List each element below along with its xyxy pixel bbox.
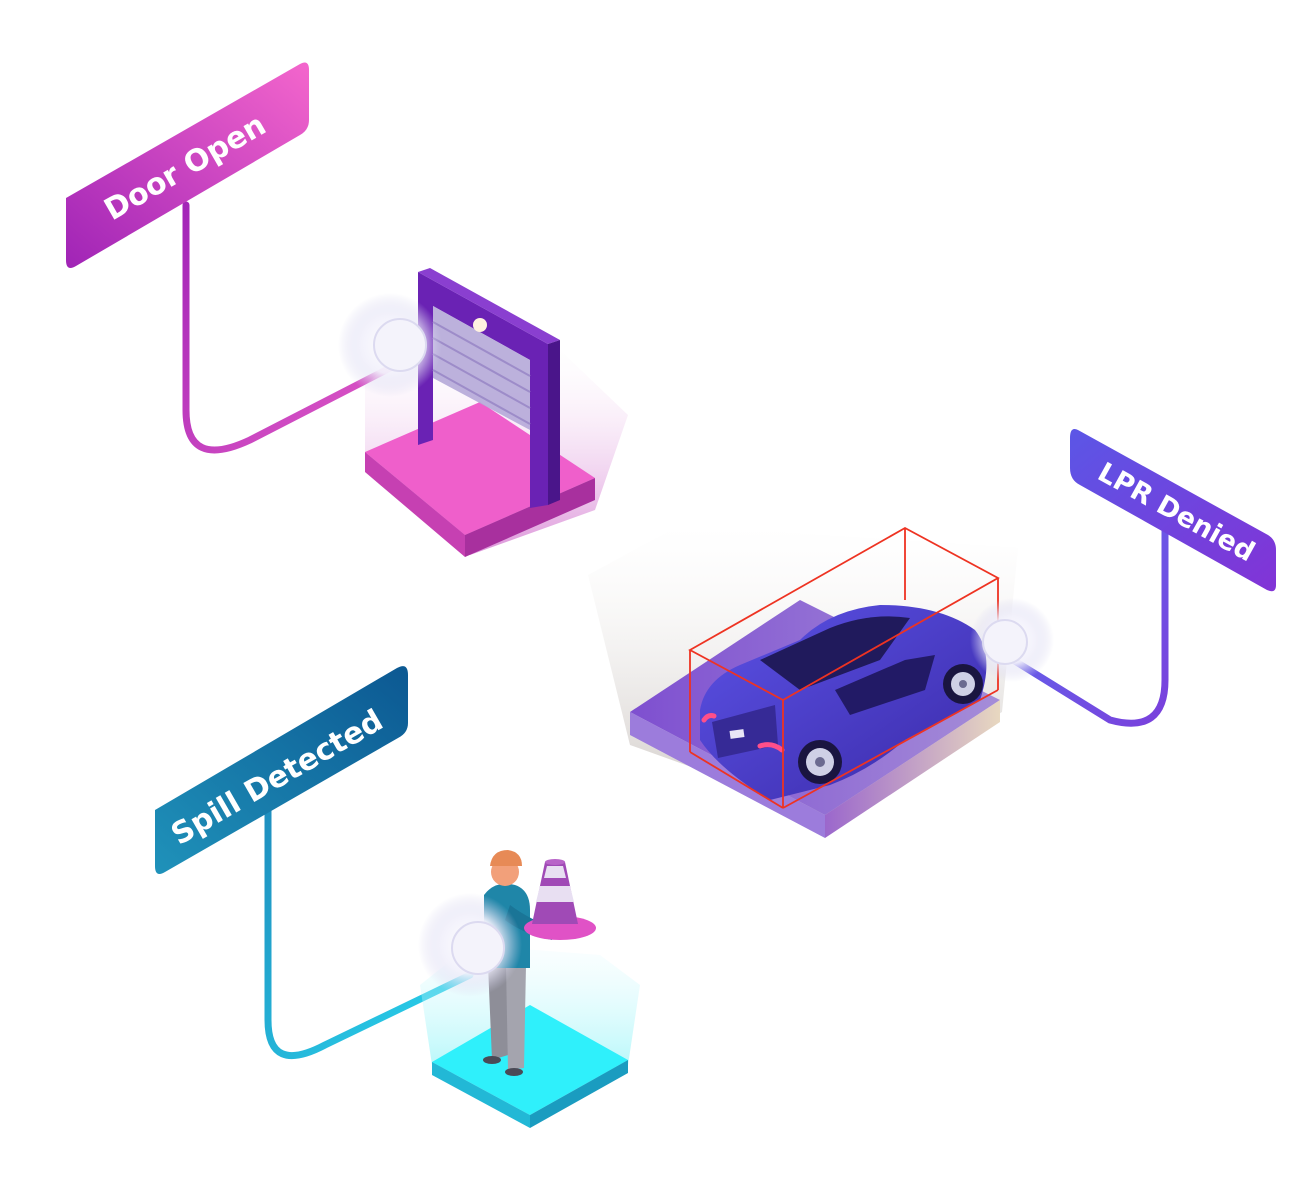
spill-floor-left (432, 1062, 530, 1128)
camera-sensor-icon (451, 921, 505, 975)
vehicle-bounding-box (688, 526, 1000, 809)
lpr-denied-label: LPR Denied (1093, 457, 1260, 568)
spill-connector-line (264, 806, 474, 1060)
camera-sensor-icon (373, 318, 427, 372)
spill-detected-label: Spill Detected (165, 703, 389, 852)
spill-floor-right (530, 1060, 628, 1128)
lpr-connector-line (1001, 516, 1169, 727)
spill-detected-tag[interactable]: Spill Detected (155, 666, 408, 874)
door-floor-right (465, 478, 595, 557)
car-platform-right (825, 700, 1000, 838)
lpr-denied-tag[interactable]: LPR Denied (1070, 429, 1276, 592)
door-open-event: Door Open (66, 62, 628, 557)
spill-camera-node (418, 893, 522, 997)
camera-sensor-icon (982, 619, 1028, 665)
car-icon (700, 605, 987, 800)
lpr-denied-event: LPR Denied (588, 429, 1276, 838)
door-camera-node (338, 293, 442, 397)
lpr-camera-node (970, 598, 1054, 682)
door-connector-line (182, 201, 394, 454)
spill-detected-event: Spill Detected (155, 666, 640, 1128)
roll-up-door-icon (418, 268, 560, 508)
door-floor-left (365, 452, 465, 557)
